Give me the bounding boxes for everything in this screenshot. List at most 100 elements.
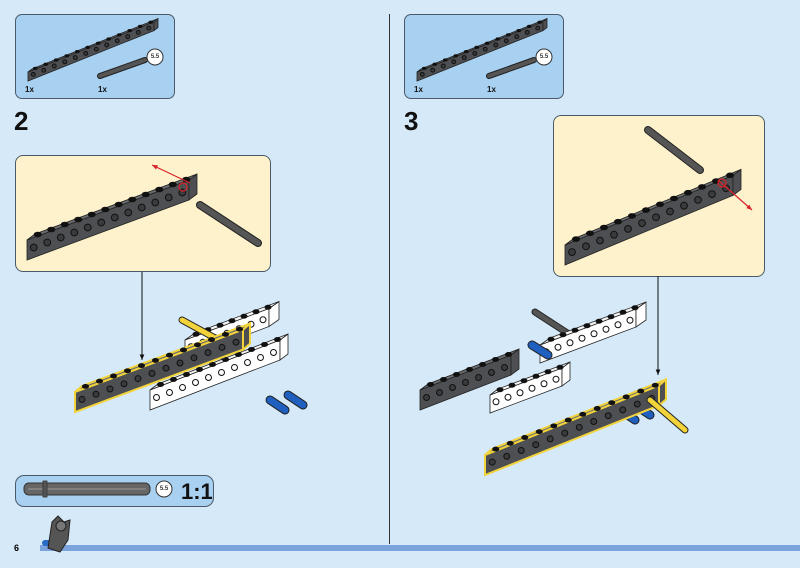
pin-hole: [475, 374, 482, 381]
stud: [101, 206, 110, 213]
stud: [183, 372, 190, 377]
pin-hole: [29, 243, 38, 252]
stud: [579, 411, 587, 417]
stud: [235, 352, 242, 357]
stud: [593, 406, 601, 411]
stud: [547, 336, 555, 342]
yellow-axle: [178, 316, 219, 342]
stud: [168, 181, 177, 188]
pin-hole: [492, 398, 500, 406]
pin-hole: [231, 364, 238, 371]
target-hole: [178, 182, 188, 192]
stud: [537, 20, 543, 24]
stud: [74, 49, 80, 54]
stud: [544, 369, 552, 375]
pin-hole: [114, 38, 120, 44]
pin-hole: [93, 46, 99, 52]
pin-hole: [449, 384, 456, 391]
stud: [32, 66, 38, 71]
insert-direction-arrow: [717, 179, 753, 211]
stud: [532, 373, 540, 379]
pin-hole: [146, 25, 152, 31]
stud: [484, 41, 490, 45]
stud: [236, 326, 243, 332]
pin-hole: [419, 71, 425, 77]
stud: [170, 377, 177, 382]
stud: [586, 230, 594, 237]
stud: [583, 323, 591, 329]
pin-hole: [166, 389, 173, 396]
pin-hole: [524, 29, 530, 35]
pin-hole: [566, 339, 574, 347]
pin-hole: [528, 384, 536, 392]
pin-hole: [56, 233, 65, 242]
stud: [252, 309, 260, 315]
white-frame-back: [539, 301, 647, 364]
stud: [264, 304, 272, 310]
pin-hole: [124, 208, 133, 217]
stud: [209, 362, 216, 367]
axle-length-badge: [146, 48, 164, 66]
axle-pin: [196, 201, 262, 247]
pin-hole: [270, 349, 277, 356]
part-qty: 1x: [98, 85, 107, 94]
pin-hole: [440, 63, 446, 69]
pin-hole: [164, 193, 173, 202]
pin-hole: [540, 380, 548, 388]
stud: [166, 352, 173, 358]
pin-hole: [83, 223, 92, 232]
stud: [47, 226, 56, 233]
pin-hole: [708, 190, 716, 199]
pin-hole: [517, 447, 525, 454]
pin-hole: [482, 46, 488, 52]
pin-hole: [204, 349, 212, 357]
part-qty: 1x: [487, 85, 496, 94]
pin-hole: [423, 394, 430, 401]
stud: [474, 45, 480, 50]
stud: [492, 357, 499, 362]
blue-pin: [265, 395, 290, 415]
stud: [87, 211, 96, 218]
stud: [600, 224, 608, 231]
page-number: 6: [14, 543, 20, 553]
pin-hole: [176, 359, 184, 367]
pin-hole: [78, 395, 86, 403]
stud: [506, 440, 514, 446]
pin-hole: [472, 50, 478, 56]
pin-hole: [568, 248, 576, 257]
part-qty: 1x: [414, 85, 423, 94]
target-hole: [717, 178, 727, 188]
stud: [274, 337, 281, 342]
stud: [526, 24, 532, 29]
stud: [228, 318, 236, 324]
axle-pin-part: [97, 57, 148, 79]
stud: [535, 429, 543, 435]
new-beam-highlighted: [74, 321, 251, 414]
pin-hole: [666, 207, 674, 216]
axle-1to1-scale: [23, 480, 151, 498]
stud: [492, 446, 500, 452]
stud: [508, 382, 516, 388]
pin-hole: [135, 29, 141, 35]
pin-hole: [257, 354, 264, 361]
pin-hole: [134, 375, 142, 383]
stud: [564, 417, 572, 423]
pin-hole: [259, 316, 267, 324]
stud: [698, 184, 706, 190]
stud: [64, 54, 70, 58]
stud: [196, 367, 203, 372]
pin-hole: [602, 325, 610, 333]
dark-beam: [419, 348, 520, 411]
stud: [432, 62, 438, 66]
pin-hole: [626, 316, 634, 324]
stud: [192, 331, 200, 337]
pin-hole: [514, 34, 520, 40]
pin-hole: [451, 59, 457, 65]
pin-hole: [430, 67, 436, 73]
stud: [453, 372, 460, 377]
technic-beam-12: [564, 168, 742, 266]
pin-hole: [503, 38, 509, 44]
stud: [53, 58, 59, 62]
pin-hole: [638, 219, 646, 228]
